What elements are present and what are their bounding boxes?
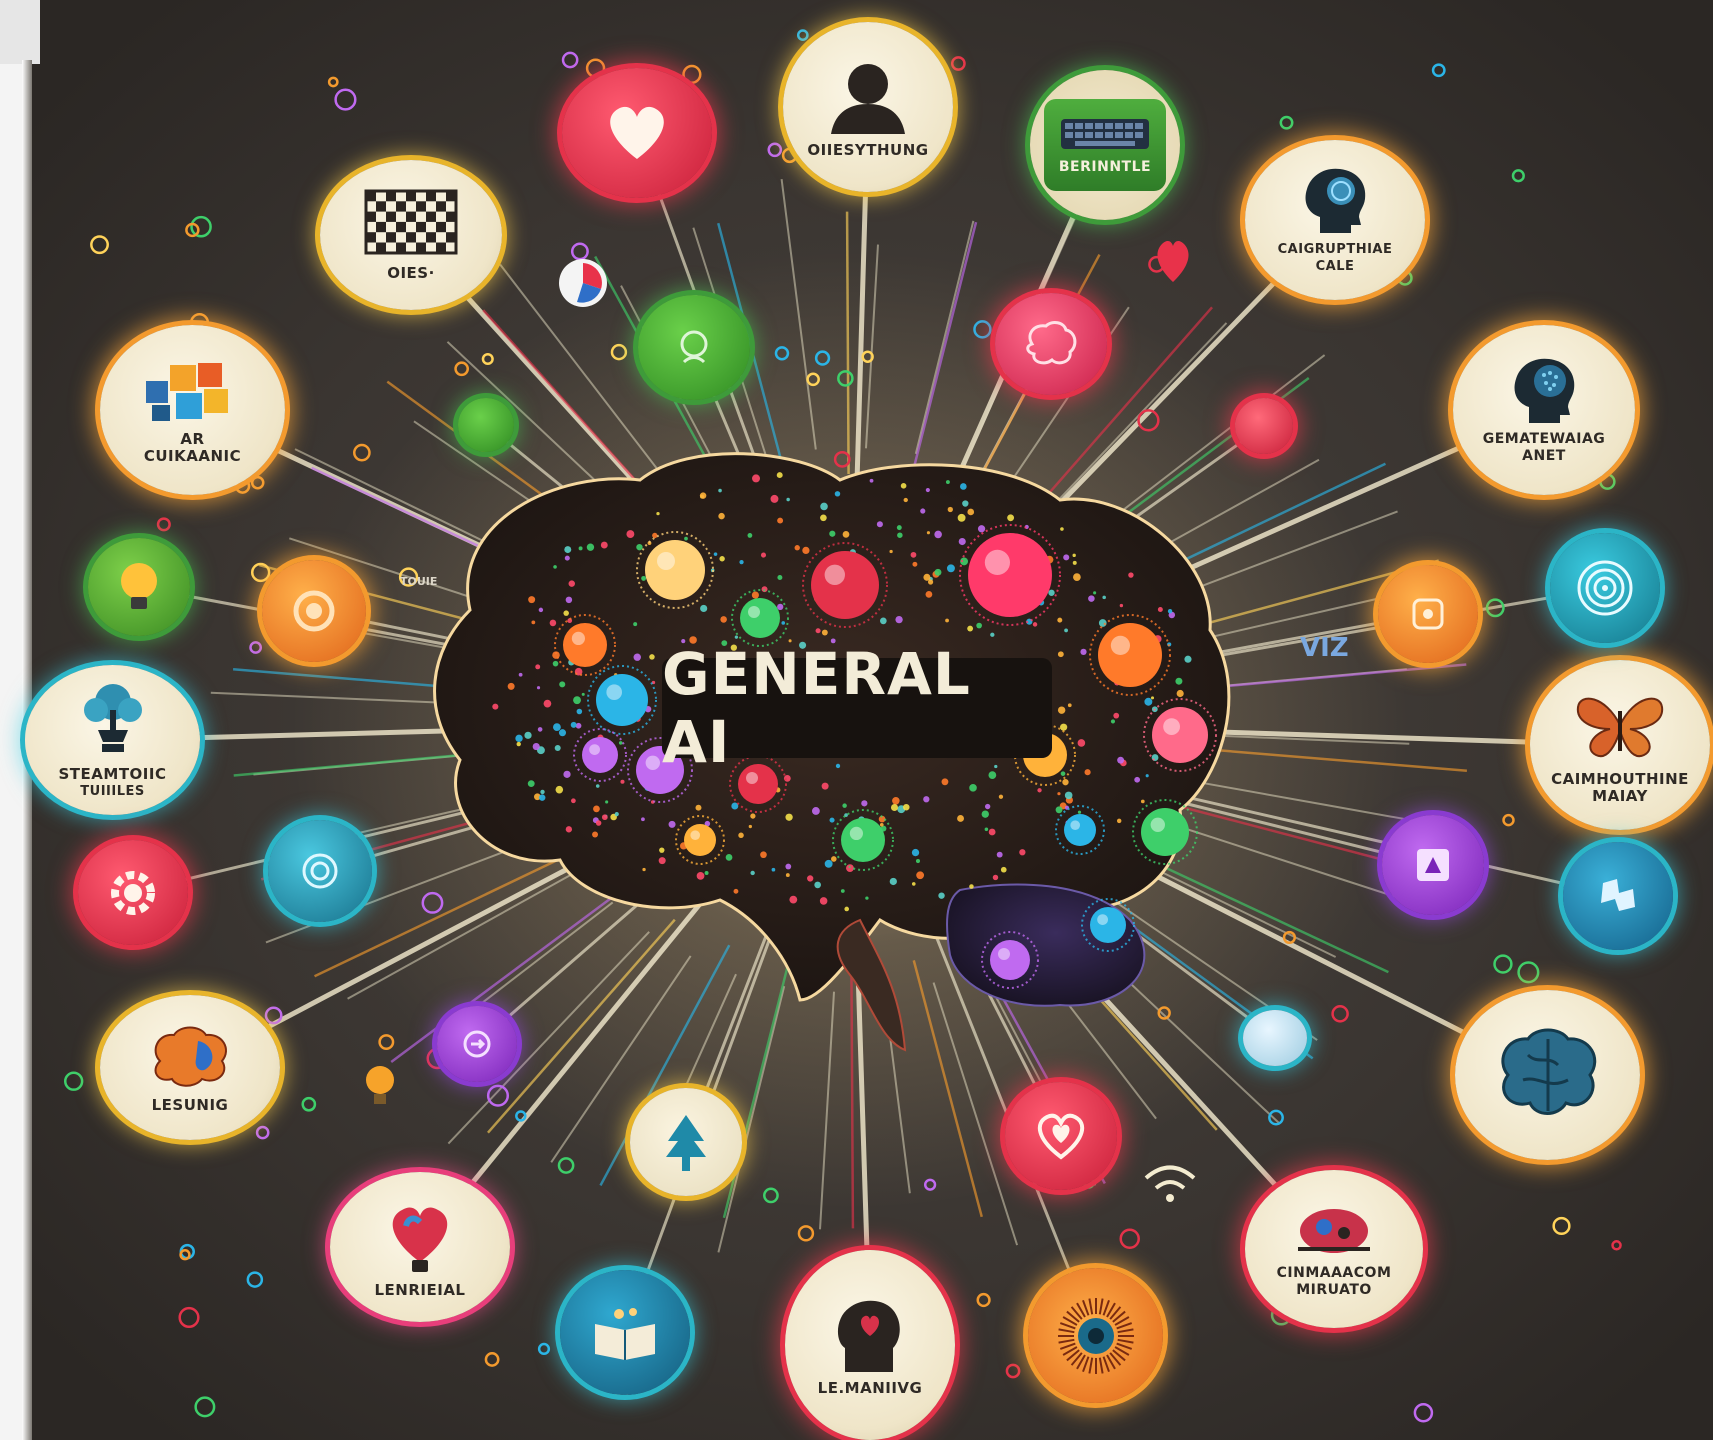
person-head-heart-icon <box>837 1300 900 1372</box>
brain-icon <box>154 1026 227 1087</box>
node-head-right[interactable]: GEMATEWAIAG ANET <box>1453 325 1635 495</box>
scales-tree-icon <box>83 684 142 752</box>
map-pin-heart-icon <box>1157 240 1189 282</box>
brain-stem <box>836 918 907 1052</box>
app-icon <box>1412 598 1444 630</box>
node-keyboard-label: BERINNTLE <box>1058 158 1152 175</box>
arrow-circle-icon <box>463 1030 491 1058</box>
node-lenrieal[interactable]: LENRIEIAL <box>330 1172 510 1322</box>
gear-icon <box>111 870 155 915</box>
gear-node[interactable] <box>78 840 188 945</box>
node-head-right-label-2: ANET <box>1522 448 1566 464</box>
screenshot-frame-corner <box>0 0 40 64</box>
node-butterfly[interactable]: CAIMHOUTHINE MAIAY <box>1530 660 1710 830</box>
node-lesung[interactable]: LESUNIG <box>100 995 280 1140</box>
lightbulb-icon <box>121 563 157 609</box>
eye-icon <box>1057 1297 1134 1374</box>
blue-puzzle-node[interactable] <box>1563 842 1673 950</box>
orange-app-node[interactable] <box>1378 565 1478 663</box>
small-green-node[interactable] <box>458 398 514 452</box>
fingerprint-icon <box>302 853 338 889</box>
heart-rate-node[interactable] <box>1005 1082 1117 1190</box>
purple-game-node[interactable] <box>1382 815 1484 915</box>
brain-icon <box>1500 1028 1596 1115</box>
book-node[interactable] <box>560 1270 690 1395</box>
wifi-icon <box>1144 1165 1196 1202</box>
orange-ring-node[interactable] <box>262 560 366 662</box>
lightbulb-heart-icon <box>392 1207 448 1272</box>
small-light-node[interactable] <box>1243 1010 1307 1066</box>
node-cinm[interactable]: CINMAAACOM MIRUATO <box>1245 1170 1423 1328</box>
node-chess-label: OIES· <box>387 263 435 282</box>
spiral-icon <box>1577 560 1633 616</box>
lightbulb-icon <box>366 1066 394 1104</box>
book-icon <box>595 1307 655 1360</box>
touie-label: TOUIE <box>400 575 438 588</box>
node-ai-head-top-right[interactable]: CAIGRUPTHIAE CALE <box>1245 140 1425 300</box>
heart-icon <box>1037 1113 1085 1160</box>
chessboard-icon <box>364 189 458 254</box>
node-steam-label-2: TUIIILES <box>80 784 145 799</box>
node-person-head-label: OIIESYTHUNG <box>807 140 929 159</box>
node-steam-label-1: STEAMTOIIC <box>58 765 167 783</box>
node-lemaniivg-label: LE.MANIIVG <box>817 1378 923 1397</box>
face-icon <box>680 330 708 363</box>
keyboard-icon <box>1061 118 1149 149</box>
touch-node[interactable] <box>268 820 372 922</box>
ai-brain-head-icon <box>1514 358 1575 423</box>
face-node[interactable] <box>638 295 750 400</box>
game-icon <box>1417 849 1449 881</box>
brain-icon <box>1026 321 1077 365</box>
node-ar[interactable]: AR CUIKAANIC <box>100 325 285 495</box>
node-lemaniivg[interactable]: LE.MANIIVG <box>785 1250 955 1440</box>
node-ai-head-label-1: CAIGRUPTHIAE <box>1277 242 1393 257</box>
central-title-box: GENERAL AI <box>662 640 1052 776</box>
spiral-node[interactable] <box>1550 533 1660 643</box>
node-keyboard[interactable]: BERINNTLE <box>1030 70 1180 220</box>
node-butterfly-label-2: MAIAY <box>1592 787 1648 805</box>
purple-small-node[interactable] <box>437 1006 517 1082</box>
node-steam[interactable]: STEAMTOIIC TUIIILES <box>25 665 200 815</box>
node-chess[interactable]: OIES· <box>320 160 502 310</box>
node-lesung-label: LESUNIG <box>151 1096 229 1114</box>
node-lenrieal-label: LENRIEIAL <box>374 1280 466 1299</box>
central-title: GENERAL AI <box>662 640 971 776</box>
butterfly-icon <box>1576 697 1664 758</box>
puzzle-icon <box>1601 879 1635 911</box>
node-butterfly-label-1: CAIMHOUTHINE <box>1551 770 1689 788</box>
refresh-icon <box>293 590 335 632</box>
brain-pink-node[interactable] <box>995 293 1107 395</box>
keyboard-badge: BERINNTLE <box>1044 99 1166 191</box>
lightbulb-node[interactable] <box>88 538 190 636</box>
node-ai-head-label-2: CALE <box>1315 259 1355 274</box>
pie-chart-icon <box>559 259 607 307</box>
node-ar-label-1: AR <box>180 430 205 448</box>
heart-node[interactable] <box>562 68 712 198</box>
node-brain-right[interactable] <box>1455 990 1640 1160</box>
node-head-right-label-1: GEMATEWAIAG <box>1482 431 1606 447</box>
heart-icon <box>610 106 664 159</box>
node-person-head[interactable]: OIIESYTHUNG <box>783 22 953 192</box>
node-ar-label-2: CUIKAANIC <box>143 447 242 465</box>
tree-node[interactable] <box>630 1088 742 1196</box>
viz-label: VIZ <box>1300 633 1349 663</box>
ar-cubes-icon <box>145 363 228 421</box>
small-red-node[interactable] <box>1235 398 1293 454</box>
eye-node[interactable] <box>1028 1268 1163 1403</box>
person-head-icon <box>831 63 905 134</box>
ai-brain-head-icon <box>1305 168 1366 233</box>
creature-icon <box>1298 1209 1370 1253</box>
tree-icon <box>666 1115 706 1171</box>
node-cinm-label-2: MIRUATO <box>1296 1282 1372 1298</box>
node-cinm-label-1: CINMAAACOM <box>1276 1265 1392 1281</box>
